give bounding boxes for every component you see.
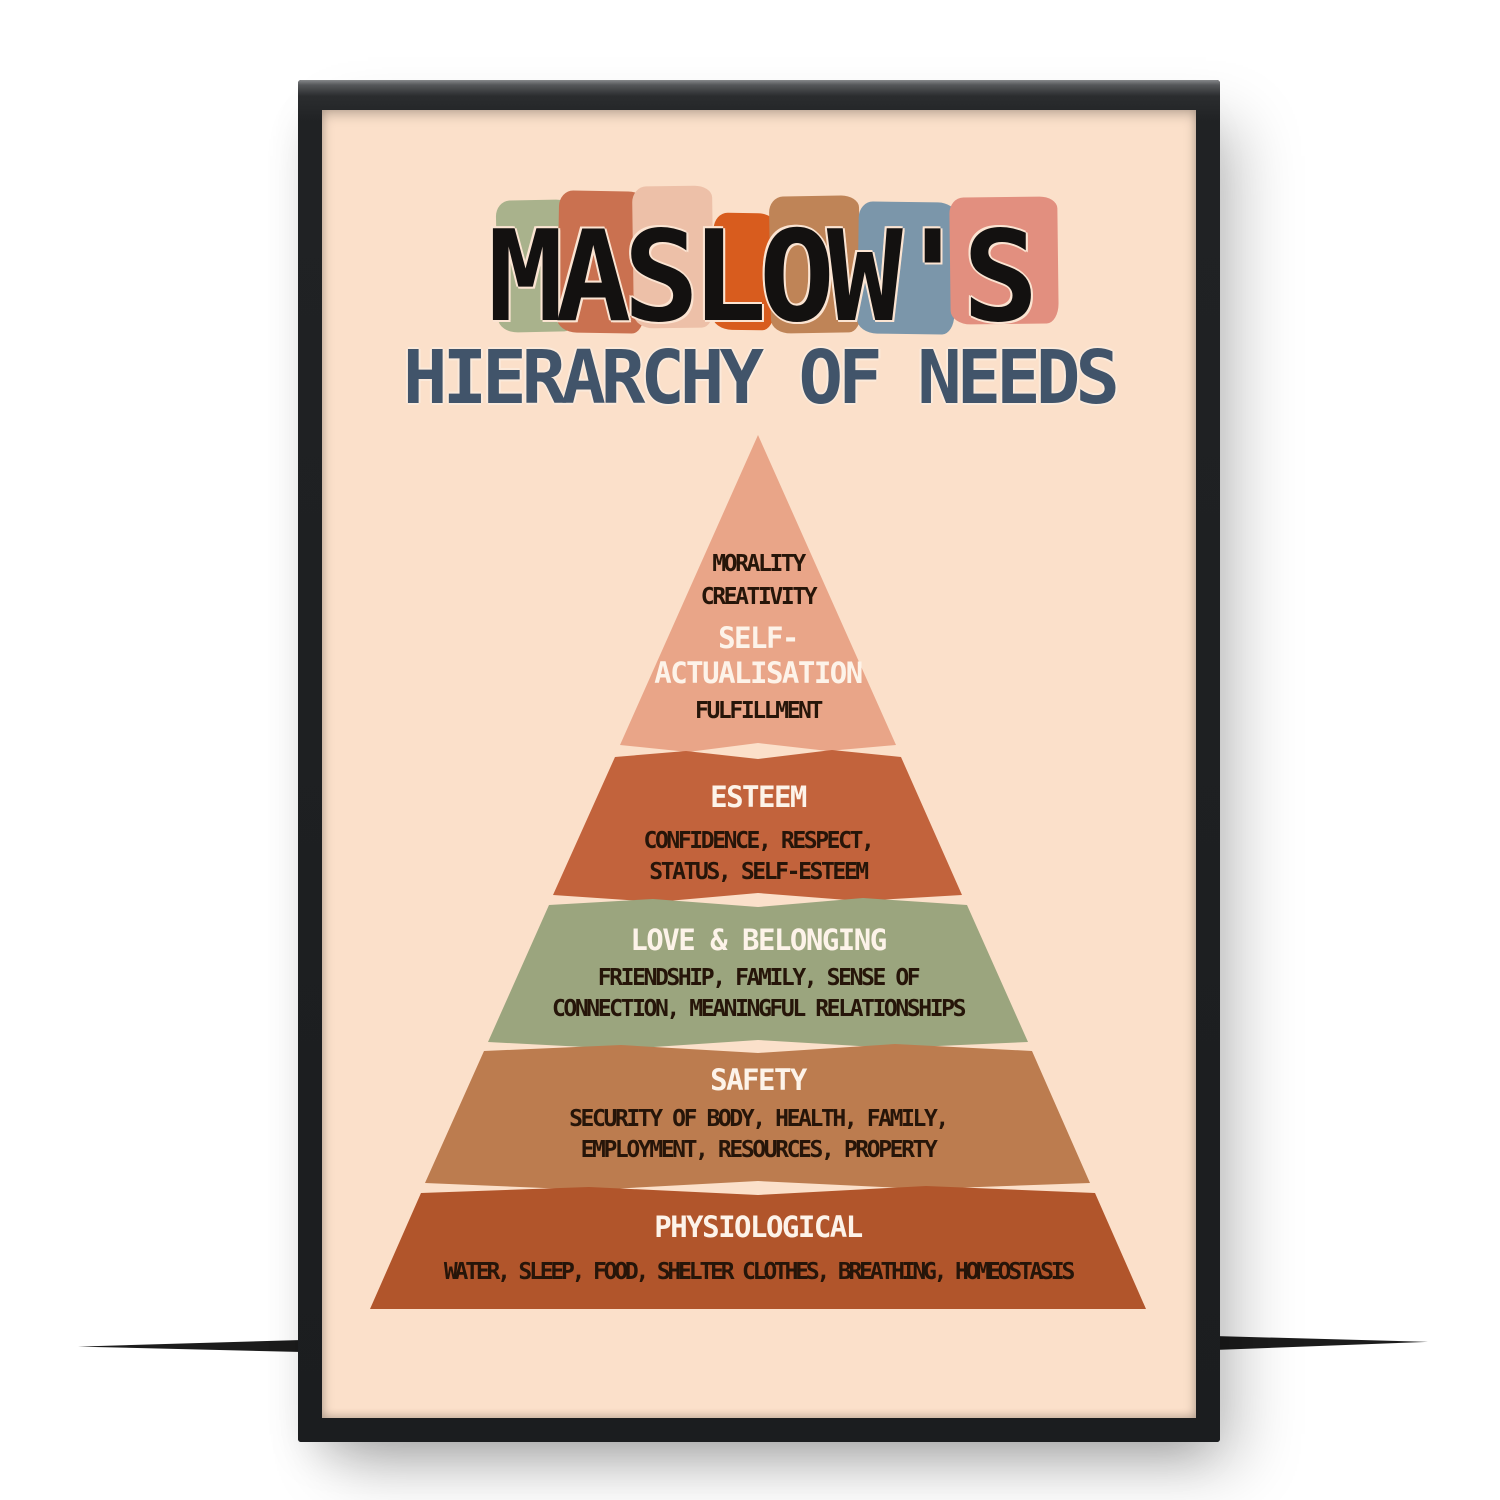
poster: MASLOW'S HIERARCHY OF NEEDS MORALITY CRE… — [322, 110, 1196, 1418]
left-shadow-line — [78, 1340, 302, 1352]
pyramid-level-love-belonging — [488, 898, 1028, 1049]
love-belonging-detail-2: CONNECTION, MEANINGFUL RELATIONSHIPS — [551, 996, 967, 1022]
love-belonging-heading: LOVE & BELONGING — [630, 923, 887, 957]
pyramid: MORALITY CREATIVITY SELF- ACTUALISATION … — [370, 435, 1146, 1309]
self-actualisation-heading-1: SELF- — [718, 621, 799, 655]
esteem-detail-2: STATUS, SELF-ESTEEM — [649, 859, 869, 885]
self-actualisation-line-morality: MORALITY — [712, 551, 806, 577]
right-shadow-line — [1214, 1336, 1428, 1350]
safety-detail-1: SECURITY OF BODY, HEALTH, FAMILY, — [569, 1106, 949, 1132]
safety-detail-2: EMPLOYMENT, RESOURCES, PROPERTY — [580, 1137, 938, 1163]
self-actualisation-line-creativity: CREATIVITY — [700, 584, 818, 610]
poster-subtitle: HIERARCHY OF NEEDS — [403, 335, 1120, 421]
love-belonging-detail-1: FRIENDSHIP, FAMILY, SENSE OF — [597, 965, 921, 991]
pyramid-level-safety — [425, 1044, 1090, 1190]
self-actualisation-heading-2: ACTUALISATION — [654, 656, 863, 690]
esteem-heading: ESTEEM — [710, 780, 807, 814]
physiological-detail-1: WATER, SLEEP, FOOD, SHELTER CLOTHES, BRE… — [443, 1259, 1075, 1285]
pyramid-level-physiological — [370, 1186, 1146, 1309]
poster-frame: MASLOW'S HIERARCHY OF NEEDS MORALITY CRE… — [298, 80, 1220, 1442]
safety-heading: SAFETY — [710, 1063, 807, 1097]
physiological-heading: PHYSIOLOGICAL — [654, 1210, 863, 1244]
pyramid-level-esteem — [553, 750, 962, 902]
esteem-detail-1: CONFIDENCE, RESPECT, — [643, 828, 875, 854]
self-actualisation-line-fulfillment: FULFILLMENT — [695, 698, 823, 724]
poster-title: MASLOW'S — [487, 203, 1039, 350]
